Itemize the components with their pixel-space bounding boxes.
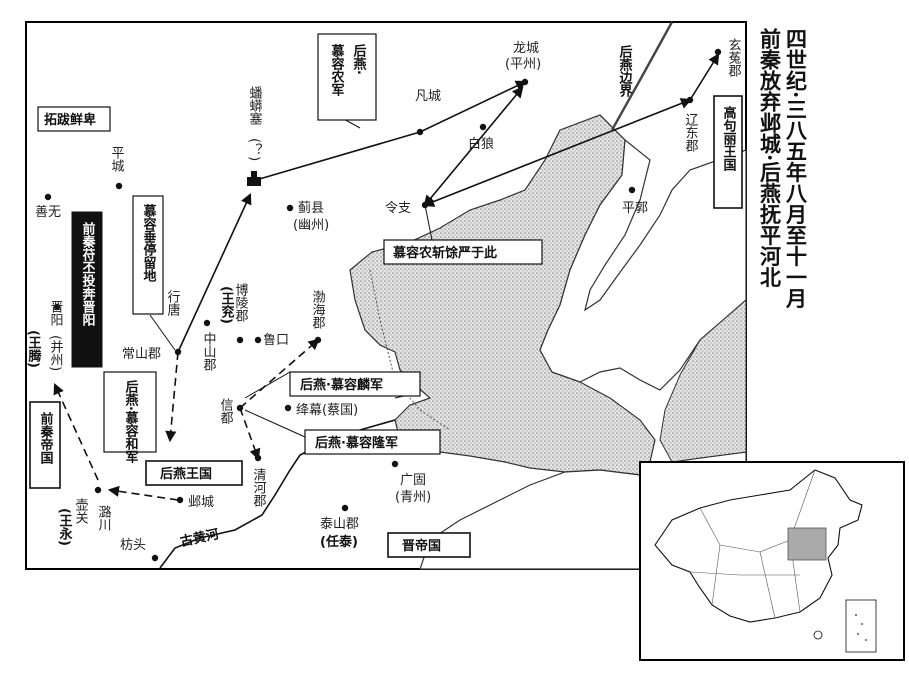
route-changshan-south bbox=[165, 351, 179, 443]
svg-text:后燕·慕容和军: 后燕·慕容和军 bbox=[123, 379, 140, 464]
label-lingzhi: 令支 bbox=[385, 201, 411, 216]
label-tangwusai: 蟠蟒塞 bbox=[247, 86, 263, 125]
label-boling-sub: (王兖) bbox=[219, 286, 235, 324]
box-tuoba: 拓跋鲜卑 bbox=[37, 106, 111, 132]
label-pingguo: 平郭 bbox=[622, 200, 648, 216]
label-yecheng: 邺城 bbox=[188, 495, 214, 510]
svg-text:拓跋鲜卑: 拓跋鲜卑 bbox=[44, 112, 96, 128]
label-changshan: 常山郡 bbox=[122, 347, 161, 362]
label-guanggu: 广固 bbox=[400, 473, 426, 488]
svg-text:高句丽王国: 高句丽王国 bbox=[721, 105, 737, 172]
box-gaogouli: 高句丽王国 bbox=[713, 95, 743, 209]
label-lucheng: 潞川 bbox=[96, 505, 112, 531]
label-bohai: 渤海郡 bbox=[310, 289, 326, 330]
label-huguan: 壶关 bbox=[73, 498, 89, 524]
svg-text:后燕·慕容麟军: 后燕·慕容麟军 bbox=[300, 377, 383, 393]
route-layer bbox=[53, 53, 720, 501]
label-jixian: 蓟县 bbox=[298, 201, 324, 216]
box-jin-state: 晋帝国 bbox=[387, 532, 471, 558]
label-boling: 博陵郡 bbox=[233, 283, 249, 323]
route-xindu-qinghe bbox=[239, 407, 261, 461]
map-title: 四世纪·三八五年八月至十一月 前秦放弃邺城·后燕抚平河北 bbox=[758, 27, 809, 309]
svg-text:后燕·慕容隆军: 后燕·慕容隆军 bbox=[315, 435, 398, 451]
title-line-1: 四世纪·三八五年八月至十一月 bbox=[784, 28, 809, 310]
svg-text:前秦苻丕投奔晋阳: 前秦苻丕投奔晋阳 bbox=[80, 221, 97, 327]
label-shanwu: 善无 bbox=[35, 204, 61, 220]
svg-text:慕容农军: 慕容农军 bbox=[329, 43, 346, 97]
box-fupi: 前秦苻丕投奔晋阳 bbox=[71, 211, 103, 368]
inset-south-sea-box bbox=[845, 599, 877, 653]
box-murong-chui: 慕容垂停留地 bbox=[132, 195, 164, 315]
label-jixian-sub: (幽州) bbox=[293, 218, 329, 233]
route-tangwusai-fancheng bbox=[255, 131, 421, 181]
city-dots bbox=[44, 48, 722, 562]
title-line-2: 前秦放弃邺城·后燕抚平河北 bbox=[758, 27, 783, 287]
label-liaodong: 辽东郡 bbox=[683, 113, 699, 153]
tangwusai-fort-icon bbox=[247, 171, 261, 186]
route-changshan-tangwusai bbox=[177, 192, 252, 353]
box-houyan-state: 后燕王国 bbox=[145, 460, 243, 486]
label-jinyang-sub2: (王腾) bbox=[26, 330, 43, 368]
label-xuantu: 玄菟郡 bbox=[726, 38, 742, 78]
label-longcheng-sub: (平州) bbox=[505, 57, 541, 72]
label-jinyang-sub: (并州) bbox=[48, 335, 64, 371]
box-murong-nong: 后燕· 慕容农军 bbox=[317, 33, 377, 121]
route-xindu-bohai bbox=[239, 338, 320, 409]
route-lucheng-jinyang bbox=[53, 382, 99, 481]
svg-text:后燕·: 后燕· bbox=[351, 43, 367, 75]
inset-map bbox=[639, 461, 905, 661]
label-jinyang: 晋阳 bbox=[48, 300, 64, 326]
box-zhan-xuyan: 慕容农斩馀严于此 bbox=[383, 239, 543, 265]
svg-text:慕容垂停留地: 慕容垂停留地 bbox=[141, 203, 158, 283]
inset-highlight bbox=[787, 527, 827, 561]
label-xindu: 信都 bbox=[218, 398, 234, 424]
box-murong-lin: 后燕·慕容麟军 bbox=[289, 371, 421, 397]
label-qinghe: 清河郡 bbox=[251, 468, 267, 508]
inset-provinces bbox=[689, 469, 816, 619]
box-murong-long: 后燕·慕容隆军 bbox=[304, 429, 441, 455]
svg-text:前秦帝国: 前秦帝国 bbox=[38, 411, 55, 465]
box-murong-he: 后燕·慕容和军 bbox=[103, 371, 157, 464]
label-pingcheng: 平城 bbox=[109, 146, 125, 173]
label-guanggu-sub: (青州) bbox=[395, 490, 431, 505]
svg-text:慕容农斩馀严于此: 慕容农斩馀严于此 bbox=[392, 245, 497, 261]
label-taishan-sub: (任泰) bbox=[320, 534, 358, 550]
route-lingzhi-liaodong bbox=[422, 98, 693, 207]
label-fancheng: 凡城 bbox=[415, 89, 441, 104]
label-houyan-border: 后燕边界 bbox=[617, 44, 634, 98]
label-fangtou: 枋头 bbox=[120, 537, 146, 553]
route-yecheng-lucheng bbox=[107, 485, 179, 501]
svg-text:后燕王国: 后燕王国 bbox=[160, 466, 212, 482]
label-xingtang: 行唐 bbox=[165, 290, 181, 316]
label-longcheng: 龙城 bbox=[513, 41, 539, 56]
label-zhongshan: 中山郡 bbox=[201, 332, 217, 372]
label-tangwusai-sub: (？) bbox=[247, 138, 262, 161]
label-gu-huanghe: 古黄河 bbox=[179, 526, 220, 550]
label-huguan-sub: (王永) bbox=[57, 508, 74, 546]
svg-text:晋帝国: 晋帝国 bbox=[402, 538, 441, 554]
label-jiangmu: 绛幕(蔡国) bbox=[296, 403, 358, 418]
route-liaodong-xuantu bbox=[689, 53, 720, 101]
label-bailang: 白狼 bbox=[468, 136, 494, 152]
box-qianqin-state: 前秦帝国 bbox=[29, 401, 61, 489]
label-taishan: 泰山郡 bbox=[320, 517, 359, 532]
label-lukou: 鲁口 bbox=[263, 333, 289, 348]
vertical-labels: 玄菟郡 辽东郡 蟠蟒塞 (？) 平城 中山郡 博陵郡 (王兖) 渤海郡 信都 清… bbox=[26, 38, 742, 546]
